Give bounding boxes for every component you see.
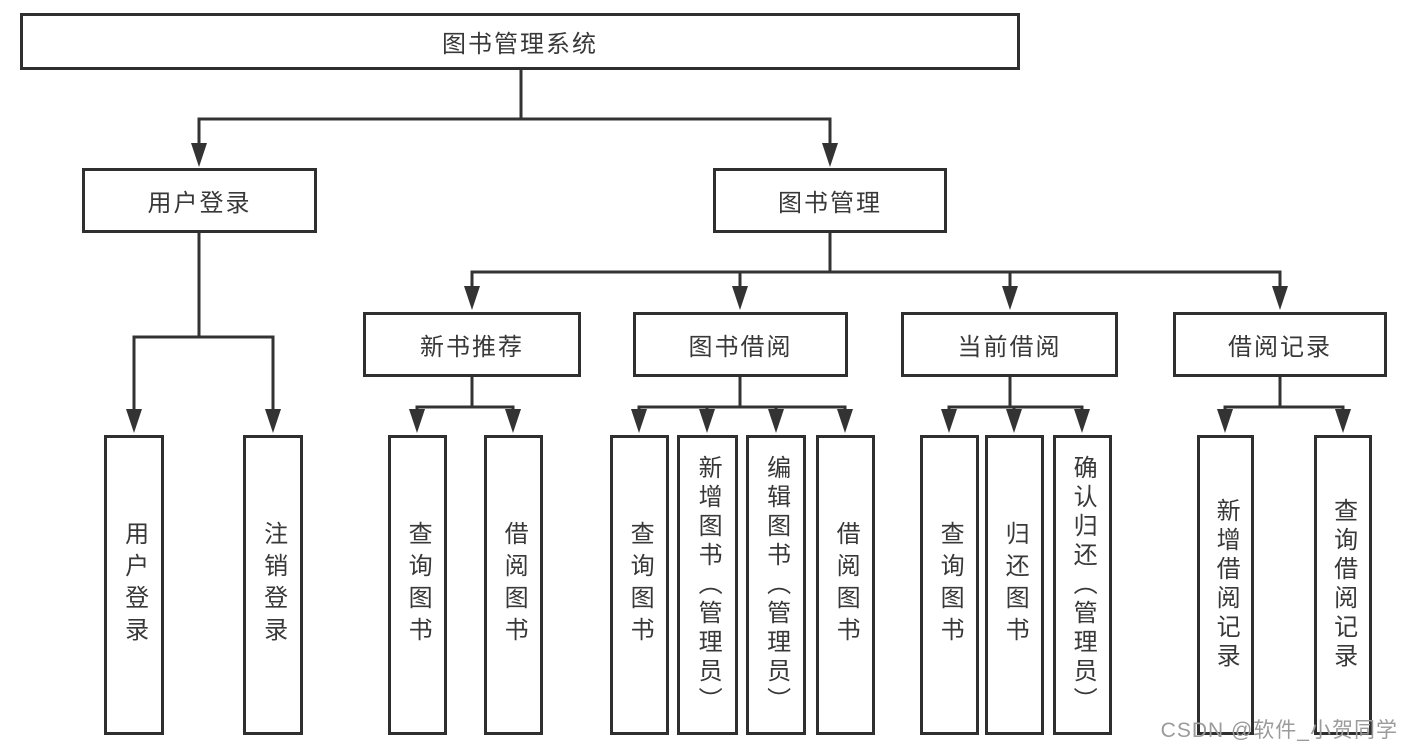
leaf-query-books-under-current: 查询图书 bbox=[920, 435, 979, 735]
leaf-return-books: 归还图书 bbox=[985, 435, 1044, 735]
leaf-edit-books-admin: 编辑图书（管理员） bbox=[746, 435, 806, 735]
node-user-login: 用户登录 bbox=[82, 168, 317, 233]
leaf-confirm-return-admin-label: 确认归还（管理员） bbox=[1069, 454, 1097, 716]
leaf-borrow-books-label: 借阅图书 bbox=[500, 521, 528, 649]
leaf-edit-books-admin-label: 编辑图书（管理员） bbox=[762, 454, 790, 716]
leaf-logout-label: 注销登录 bbox=[259, 521, 287, 649]
leaf-query-books-under-borrowing: 查询图书 bbox=[610, 435, 669, 735]
watermark-csdn: CSDN @软件_小贺同学 bbox=[1160, 719, 1398, 742]
leaf-add-books-admin: 新增图书（管理员） bbox=[677, 435, 738, 735]
leaf-borrow-books-under-borrowing: 借阅图书 bbox=[816, 435, 875, 735]
leaf-query-books-label: 查询图书 bbox=[936, 521, 964, 649]
leaf-user-login: 用户登录 bbox=[104, 435, 164, 735]
node-book-borrowing: 图书借阅 bbox=[633, 312, 848, 377]
node-library-management-system: 图书管理系统 bbox=[20, 13, 1020, 70]
leaf-borrow-books-under-recommend: 借阅图书 bbox=[484, 435, 543, 735]
leaf-query-books-label: 查询图书 bbox=[404, 521, 432, 649]
leaf-return-books-label: 归还图书 bbox=[1001, 521, 1029, 649]
leaf-add-borrow-record-label: 新增借阅记录 bbox=[1212, 498, 1240, 672]
node-book-management: 图书管理 bbox=[713, 168, 947, 233]
node-new-book-recommendation: 新书推荐 bbox=[363, 312, 581, 377]
leaf-logout: 注销登录 bbox=[243, 435, 303, 735]
leaf-query-books-label: 查询图书 bbox=[626, 521, 654, 649]
leaf-query-borrow-record-label: 查询借阅记录 bbox=[1329, 498, 1357, 672]
leaf-confirm-return-admin: 确认归还（管理员） bbox=[1053, 435, 1112, 735]
leaf-add-books-admin-label: 新增图书（管理员） bbox=[694, 454, 722, 716]
leaf-query-borrow-record: 查询借阅记录 bbox=[1314, 435, 1372, 735]
leaf-add-borrow-record: 新增借阅记录 bbox=[1197, 435, 1254, 735]
leaf-query-books-under-recommend: 查询图书 bbox=[388, 435, 447, 735]
leaf-user-login-label: 用户登录 bbox=[120, 521, 148, 649]
node-borrowing-records: 借阅记录 bbox=[1173, 312, 1387, 377]
node-current-borrowing: 当前借阅 bbox=[901, 312, 1118, 377]
leaf-borrow-books-label: 借阅图书 bbox=[832, 521, 860, 649]
